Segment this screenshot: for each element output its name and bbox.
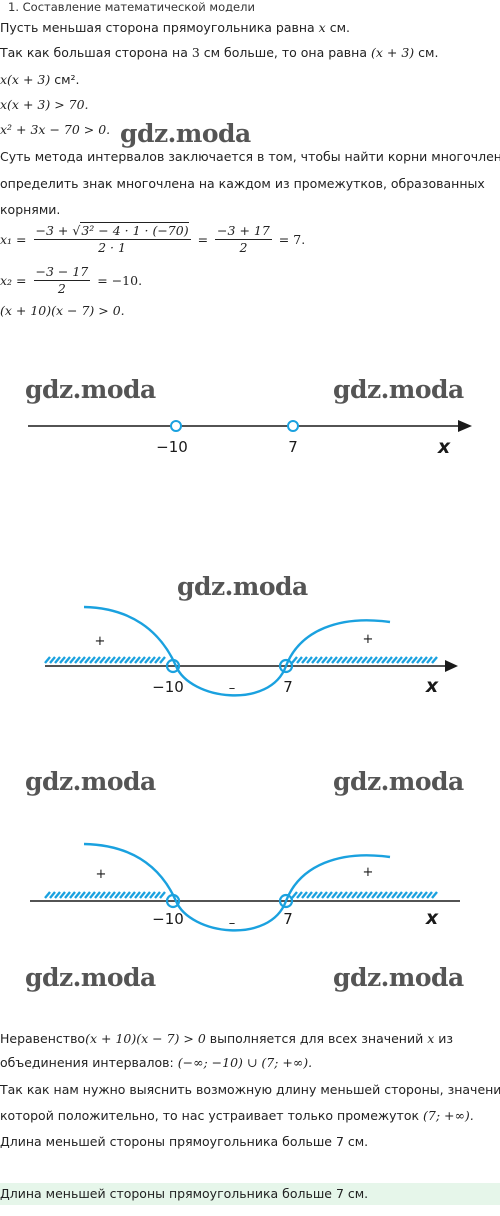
watermark-logo: gdz.moda [25,767,156,796]
x1-fraction-simplified: −3 + 17 2 [215,223,272,255]
conclusion-line-5: Длина меньшей стороны прямоугольника бол… [0,1134,369,1149]
text-line-6: Суть метода интервалов заключается в том… [0,149,500,164]
number-line-roots: −10 7 x [28,420,472,458]
watermark-logo: gdz.moda [120,119,251,148]
axis-label: x [425,675,439,697]
axis-label: x [425,907,439,929]
root-label-right: 7 [283,678,293,696]
open-point-left [165,893,181,909]
text-line-4: x(x + 3) > 70. [0,97,89,112]
hatch-left [44,656,166,664]
root-label-left: −10 [152,678,184,696]
root-label-right: 7 [283,910,293,928]
conclusion-line-3: Так как нам нужно выяснить возможную дли… [0,1082,500,1097]
axis-arrow [458,420,472,432]
watermark-logo: gdz.moda [333,963,464,992]
sign-chart-2: + + – −10 7 x [30,842,460,932]
x2-fraction: −3 − 17 2 [33,264,91,296]
sign-curve [83,605,391,697]
text-line-11: (x + 10)(x − 7) > 0. [0,303,125,318]
root-x2-formula: x₂ = −3 − 17 2 = −10. [0,264,143,296]
watermark-logo: gdz.moda [333,375,464,404]
text-line-5: x² + 3x − 70 > 0. [0,122,111,137]
conclusion-line-2: объединения интервалов: (−∞; −10) ∪ (7; … [0,1055,313,1070]
watermark-logo: gdz.moda [25,963,156,992]
hatch-right [291,656,438,664]
watermark-logo: gdz.moda [333,767,464,796]
axis-arrow [445,660,458,672]
watermark-logo: gdz.moda [25,375,156,404]
sign-plus-left: + [95,634,106,649]
text-line-7: определить знак многочлена на каждом из … [0,176,485,191]
open-point-left [165,658,181,674]
open-point-right [278,658,294,674]
text-line-8: корнями. [0,202,61,217]
text-line-1: Пусть меньшая сторона прямоугольника рав… [0,20,350,35]
sign-minus: – [229,916,236,931]
root-label-right: 7 [288,438,298,456]
open-point-right [287,420,299,432]
text-line-2: Так как большая сторона на 3 см больше, … [0,45,439,60]
open-point-right [278,893,294,909]
answer-box: Длина меньшей стороны прямоугольника бол… [0,1183,500,1205]
section-heading: 1. Составление математической модели [8,0,255,12]
open-point-left [170,420,182,432]
sign-minus: – [229,681,236,696]
hatch-right [291,891,438,899]
conclusion-line-1: Неравенство(x + 10)(x − 7) > 0 выполняет… [0,1031,454,1046]
answer-text: Длина меньшей стороны прямоугольника бол… [0,1186,369,1201]
conclusion-line-4: которой положительно, то нас устраивает … [0,1108,474,1123]
section-title: Составление математической модели [22,0,255,12]
root-label-left: −10 [152,910,184,928]
x1-fraction: −3 + √3² − 4 · 1 · (−70) 2 · 1 [33,222,191,255]
axis-label: x [437,436,451,458]
sign-chart-1: + + – −10 7 x [44,605,458,697]
root-label-left: −10 [156,438,188,456]
sign-curve [83,842,391,932]
sign-plus-left: + [96,867,107,882]
hatch-left [44,891,166,899]
sign-plus-right: + [363,865,374,880]
text-line-3: x(x + 3) см². [0,72,80,87]
section-number: 1. [8,0,19,12]
watermark-logo: gdz.moda [177,572,308,601]
sign-plus-right: + [363,632,374,647]
root-x1-formula: x₁ = −3 + √3² − 4 · 1 · (−70) 2 · 1 = −3… [0,222,306,255]
